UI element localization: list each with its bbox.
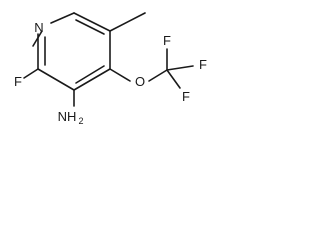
atom-oxygen: O [135, 74, 145, 89]
bond-methyl [109, 12, 146, 32]
atom-fluorine-bottom: F [182, 89, 190, 104]
structure-canvas: N F NH 2 O F F F [0, 0, 222, 136]
bond-c6-c5 [73, 12, 111, 32]
atom-fluorine-right: F [199, 57, 207, 72]
atom-amine-subscript: 2 [78, 116, 83, 126]
atom-amine-nh: NH [58, 109, 77, 124]
bond-c4-c3 [73, 68, 111, 91]
atom-fluorine-top: F [163, 33, 171, 48]
atom-nitrogen-ring: N [34, 20, 43, 35]
molecule-structure: N F NH 2 O F F F [14, 12, 207, 126]
bond-n-c6 [50, 12, 75, 24]
atom-fluorine-ring: F [14, 74, 22, 89]
bond-o-cf3 [148, 69, 168, 82]
bond-c4-c3-inner [75, 65, 105, 84]
bond-c3-c2 [37, 68, 75, 91]
bond-c4-o [109, 68, 131, 82]
bond-cf3-f-right [166, 65, 194, 71]
bond-c6-c5-inner [75, 19, 105, 35]
bond-c2-f [23, 68, 39, 79]
bond-cf3-f-bottom [166, 69, 181, 89]
